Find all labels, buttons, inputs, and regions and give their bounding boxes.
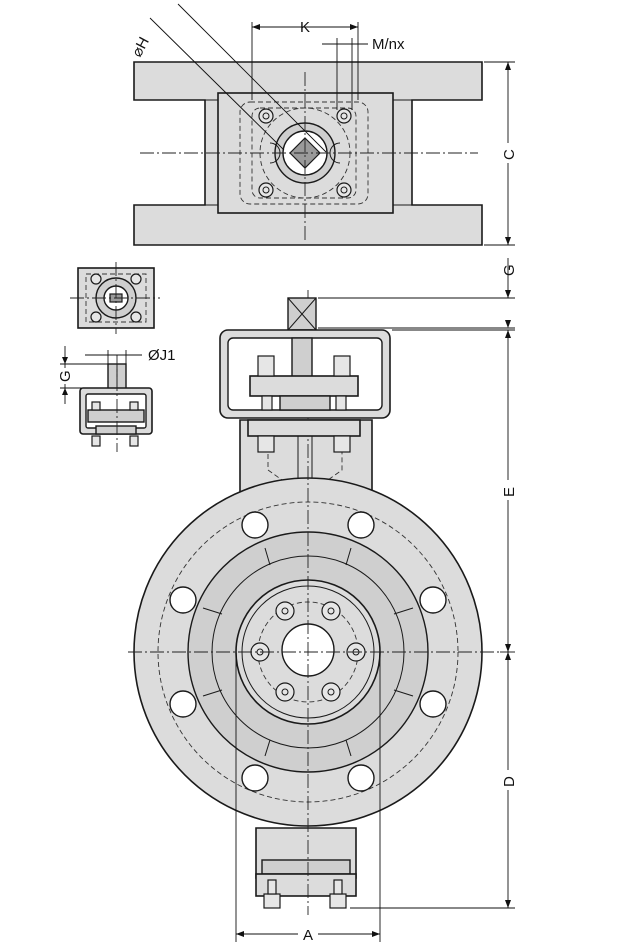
dimension-j1-label: ØJ1 bbox=[148, 347, 176, 364]
stem-hatch bbox=[287, 297, 317, 331]
detail-flange bbox=[87, 409, 145, 423]
flange-bolt-hole bbox=[241, 764, 269, 792]
dimension-m-nx-label: M/nx bbox=[372, 36, 405, 53]
bottom-flange bbox=[261, 859, 351, 875]
dimension-h-label: ⌀H bbox=[129, 34, 153, 60]
dimension-d-label: D bbox=[501, 776, 518, 787]
dimension-k-label: K bbox=[300, 19, 310, 36]
bracket-top-flange bbox=[249, 375, 359, 397]
flange-bolt-hole bbox=[169, 586, 197, 614]
dimension-a: A bbox=[235, 652, 381, 944]
flange-bolt-hole bbox=[419, 586, 447, 614]
dimension-g-side-label: G bbox=[57, 370, 74, 382]
dimension-c-label: C bbox=[501, 149, 518, 160]
bottom-nut bbox=[263, 893, 281, 909]
neck-nut bbox=[333, 435, 351, 453]
flange-bolt-hole bbox=[419, 690, 447, 718]
bracket-nut bbox=[257, 355, 275, 377]
dimension-d: D bbox=[350, 651, 518, 909]
bottom-cap bbox=[255, 873, 357, 897]
top-bolt-hole bbox=[340, 186, 348, 194]
actuator-bracket bbox=[219, 297, 391, 453]
top-bolt-hole bbox=[258, 108, 274, 124]
dimension-g-top-label: G bbox=[501, 264, 518, 276]
flange-bolt-hole bbox=[347, 511, 375, 539]
top-bolt-hole bbox=[262, 112, 270, 120]
bracket-nut bbox=[333, 355, 351, 377]
detail-bolt bbox=[130, 273, 142, 285]
top-view bbox=[133, 61, 483, 246]
dimension-a-label: A bbox=[303, 927, 313, 944]
detail-bolt bbox=[90, 273, 102, 285]
neck-stem-lines bbox=[297, 430, 313, 480]
neck-nut bbox=[257, 435, 275, 453]
bottom-nut bbox=[329, 893, 347, 909]
neck-flange bbox=[247, 419, 361, 437]
flange-bolt-hole bbox=[241, 511, 269, 539]
dimension-k: K bbox=[251, 19, 359, 100]
top-bolt-hole bbox=[336, 182, 352, 198]
top-bolt-hole bbox=[336, 108, 352, 124]
flange-bolt-hole bbox=[347, 764, 375, 792]
top-bolt-hole bbox=[258, 182, 274, 198]
dimension-m-nx: M/nx bbox=[322, 36, 405, 110]
detail-top-view bbox=[70, 262, 160, 334]
dimension-c: C bbox=[484, 61, 518, 246]
detail-bolt bbox=[90, 311, 102, 323]
dimension-g-top: G bbox=[318, 258, 518, 329]
detail-side-view: ØJ1 G bbox=[56, 346, 176, 452]
top-bolt-hole bbox=[262, 186, 270, 194]
detail-bolt bbox=[130, 311, 142, 323]
dimension-e-label: E bbox=[501, 487, 518, 497]
front-view bbox=[128, 290, 500, 915]
dimension-e: E bbox=[392, 329, 518, 652]
flange-bolt-hole bbox=[169, 690, 197, 718]
top-bolt-hole bbox=[340, 112, 348, 120]
